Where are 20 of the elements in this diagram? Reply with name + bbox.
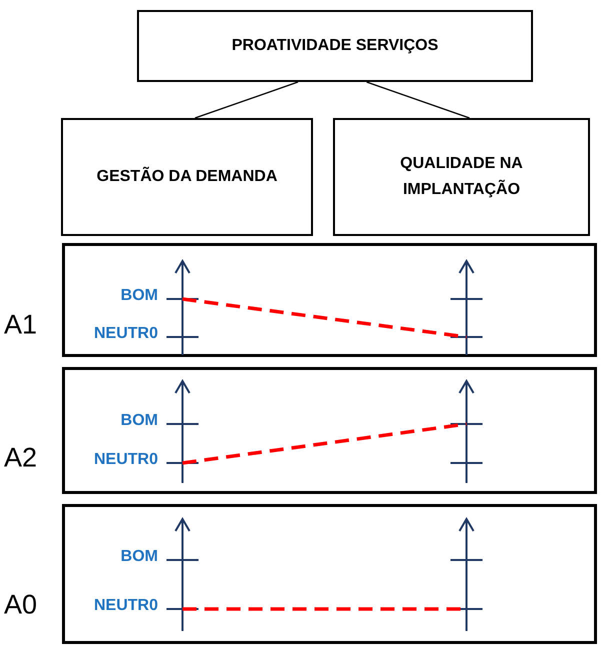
scenario-label: A0 xyxy=(4,589,38,620)
category-box xyxy=(61,118,313,236)
scenario-panel xyxy=(62,504,597,644)
scenario-panel xyxy=(62,243,597,357)
box-title: PROATIVIDADE SERVIÇOS xyxy=(232,36,438,56)
level-label: BOM xyxy=(120,412,158,430)
box-title: QUALIDADE NA IMPLANTAÇÃO xyxy=(399,154,524,200)
connector-line xyxy=(366,81,470,119)
box-title: GESTÃO DA DEMANDA xyxy=(96,166,278,188)
category-box xyxy=(137,10,533,82)
level-label: NEUTR0 xyxy=(94,324,158,342)
category-box xyxy=(333,118,590,236)
level-label: BOM xyxy=(120,548,158,566)
level-label: BOM xyxy=(120,286,158,304)
scenario-label: A2 xyxy=(4,442,38,474)
level-label: NEUTR0 xyxy=(94,596,158,614)
scenario-panel xyxy=(62,367,597,494)
scenario-label: A1 xyxy=(4,310,38,341)
connector-line xyxy=(194,81,298,119)
level-label: NEUTR0 xyxy=(94,450,158,468)
